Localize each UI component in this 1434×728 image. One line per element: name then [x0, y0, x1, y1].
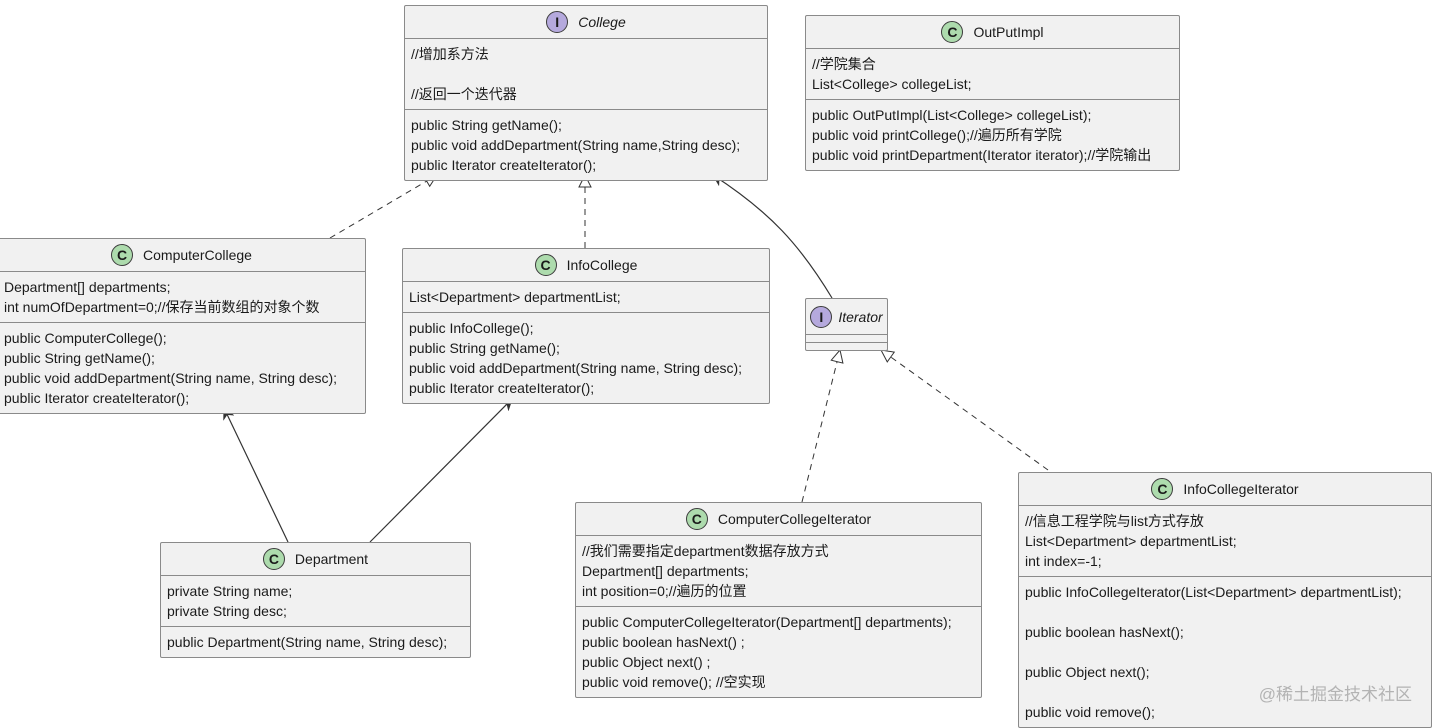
class-header: C InfoCollege [403, 249, 769, 282]
methods-section: public OutPutImpl(List<College> collegeL… [806, 100, 1179, 170]
method-line: public void remove(); //空实现 [582, 674, 766, 690]
class-name: InfoCollege [566, 257, 638, 273]
class-name: ComputerCollegeIterator [717, 511, 872, 527]
interface-badge-icon: I [546, 11, 569, 33]
class-name: Department [294, 551, 369, 567]
methods-section: public String getName(); public void add… [405, 110, 767, 180]
fields-section: //增加系方法 //返回一个迭代器 [405, 39, 767, 110]
edge-infocollegeiterator-implements-iterator [881, 350, 1049, 471]
method-line: public void printCollege();//遍历所有学院 [812, 127, 1062, 143]
class-badge-icon: C [111, 244, 134, 266]
class-header: C ComputerCollegeIterator [576, 503, 981, 536]
method-line: public boolean hasNext() ; [582, 634, 745, 650]
fields-section: //学院集合 List<College> collegeList; [806, 49, 1179, 100]
watermark: @稀土掘金技术社区 [1258, 685, 1412, 704]
method-line: public void addDepartment(String name, S… [4, 370, 338, 386]
edge-iterator-uses-college [713, 175, 833, 299]
method-line: public ComputerCollege(); [4, 330, 167, 346]
class-name: ComputerCollege [143, 247, 252, 263]
class-iterator[interactable]: I Iterator [805, 298, 888, 351]
methods-section [806, 343, 887, 350]
field-line: List<Department> departmentList; [409, 289, 621, 305]
class-name: Iterator [838, 308, 883, 325]
class-computercollegeiterator[interactable]: C ComputerCollegeIterator //我们需要指定depart… [575, 502, 982, 698]
method-line: public void addDepartment(String name,St… [411, 137, 741, 153]
method-line: public Department(String name, String de… [167, 634, 448, 650]
class-name: InfoCollegeIterator [1183, 481, 1299, 497]
field-line: //增加系方法 [411, 46, 489, 62]
class-header: C ComputerCollege [0, 239, 365, 272]
method-line: public String getName(); [411, 117, 562, 133]
method-line: public void printDepartment(Iterator ite… [812, 147, 1152, 163]
method-line: public Iterator createIterator(); [4, 390, 190, 406]
class-college[interactable]: I College //增加系方法 //返回一个迭代器 public Strin… [404, 5, 768, 181]
method-line: public Iterator createIterator(); [409, 380, 595, 396]
class-badge-icon: C [1151, 478, 1174, 500]
fields-section: List<Department> departmentList; [403, 282, 769, 313]
field-line: Department[] departments; [582, 563, 749, 579]
method-line [1025, 602, 1425, 622]
method-line: public Iterator createIterator(); [411, 157, 597, 173]
method-line: public OutPutImpl(List<College> collegeL… [812, 107, 1092, 123]
class-name: OutPutImpl [973, 24, 1044, 40]
field-line: Department[] departments; [4, 279, 171, 295]
field-line: //学院集合 [812, 56, 876, 72]
class-badge-icon: C [941, 21, 964, 43]
class-header: C InfoCollegeIterator [1019, 473, 1431, 506]
class-header: C Department [161, 543, 470, 576]
method-line: public void remove(); [1025, 704, 1155, 720]
field-line: //返回一个迭代器 [411, 86, 517, 102]
method-line: public Object next(); [1025, 664, 1150, 680]
field-line: int numOfDepartment=0;//保存当前数组的对象个数 [4, 299, 320, 315]
methods-section: public Department(String name, String de… [161, 627, 470, 657]
class-department[interactable]: C Department private String name; privat… [160, 542, 471, 658]
fields-section: //信息工程学院与list方式存放 List<Department> depar… [1019, 506, 1431, 577]
field-line: //信息工程学院与list方式存放 [1025, 513, 1204, 529]
field-line: int index=-1; [1025, 553, 1102, 569]
field-line: List<College> collegeList; [812, 76, 972, 92]
field-line: //我们需要指定department数据存放方式 [582, 543, 829, 559]
fields-section: Department[] departments; int numOfDepar… [0, 272, 365, 323]
field-line: int position=0;//遍历的位置 [582, 583, 747, 599]
method-line [1025, 642, 1425, 662]
fields-section: //我们需要指定department数据存放方式 Department[] de… [576, 536, 981, 607]
field-line: List<Department> departmentList; [1025, 533, 1237, 549]
method-line: public String getName(); [409, 340, 560, 356]
method-line: public String getName(); [4, 350, 155, 366]
method-line: public ComputerCollegeIterator(Departmen… [582, 614, 952, 630]
method-line: public boolean hasNext(); [1025, 624, 1184, 640]
class-name: College [578, 14, 626, 30]
class-computercollege[interactable]: C ComputerCollege Department[] departmen… [0, 238, 366, 414]
field-line: private String name; [167, 583, 293, 599]
class-header: C OutPutImpl [806, 16, 1179, 49]
methods-section: public InfoCollegeIterator(List<Departme… [1019, 577, 1431, 727]
class-infocollege[interactable]: C InfoCollege List<Department> departmen… [402, 248, 770, 404]
edge-computercollege-implements-college [329, 175, 437, 239]
class-outputimpl[interactable]: C OutPutImpl //学院集合 List<College> colleg… [805, 15, 1180, 171]
method-line: public Object next() ; [582, 654, 711, 670]
methods-section: public InfoCollege(); public String getN… [403, 313, 769, 403]
class-badge-icon: C [534, 254, 557, 276]
method-line: public void addDepartment(String name, S… [409, 360, 743, 376]
methods-section: public ComputerCollege(); public String … [0, 323, 365, 413]
edge-department-to-computercollege [224, 408, 289, 543]
methods-section: public ComputerCollegeIterator(Departmen… [576, 607, 981, 697]
edge-computercollegeiterator-implements-iterator [801, 350, 840, 503]
method-line: public InfoCollegeIterator(List<Departme… [1025, 584, 1402, 600]
field-line [411, 64, 761, 84]
class-infocollegeiterator[interactable]: C InfoCollegeIterator //信息工程学院与list方式存放 … [1018, 472, 1432, 728]
class-badge-icon: C [685, 508, 708, 530]
class-header: I Iterator [806, 299, 887, 335]
method-line: public InfoCollege(); [409, 320, 534, 336]
interface-badge-icon: I [810, 305, 833, 328]
fields-section [806, 335, 887, 343]
edge-department-to-infocollege [369, 399, 512, 543]
field-line: private String desc; [167, 603, 287, 619]
class-header: I College [405, 6, 767, 39]
class-badge-icon: C [262, 548, 285, 570]
fields-section: private String name; private String desc… [161, 576, 470, 627]
